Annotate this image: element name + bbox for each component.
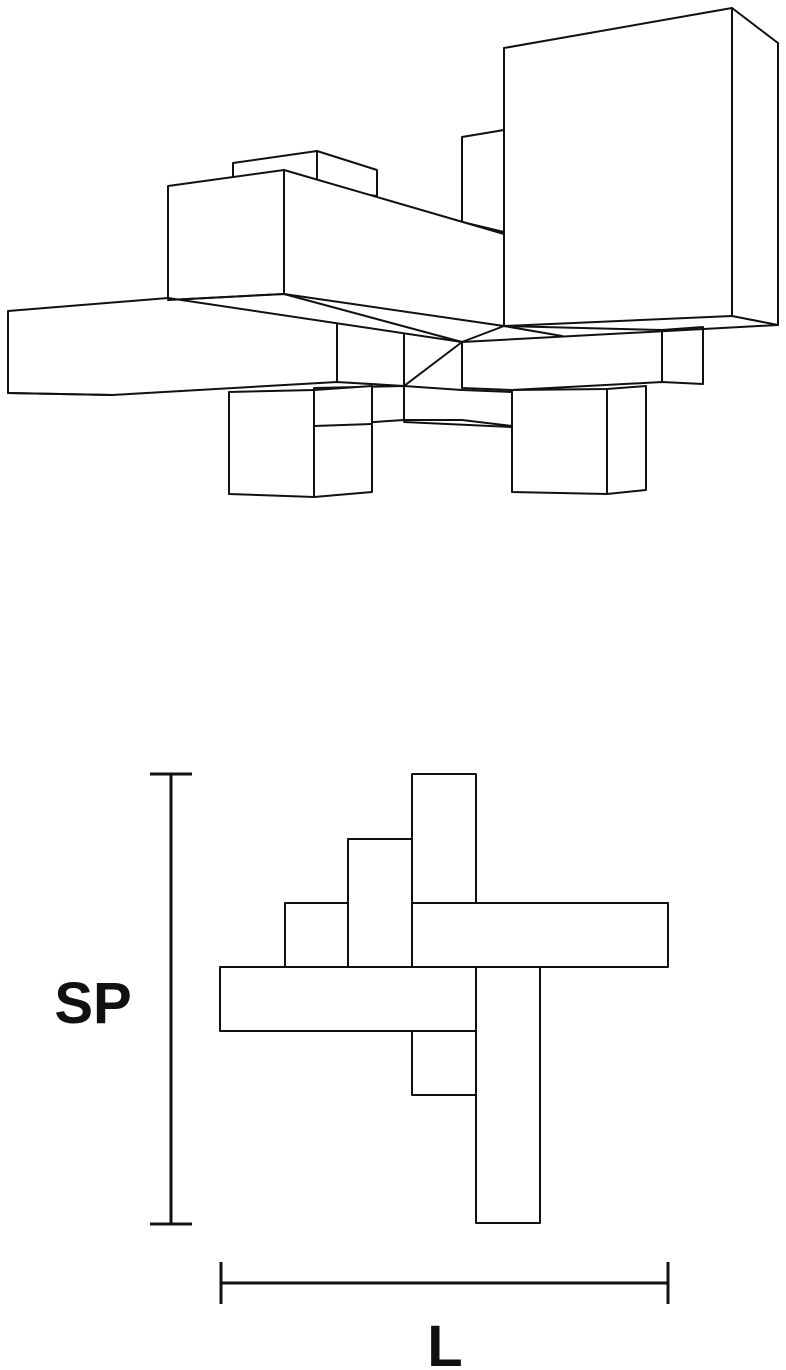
plan-small-square <box>284 902 349 968</box>
plan-vertical-long-bar <box>475 966 541 1224</box>
plan-lower-small-square <box>411 1030 477 1096</box>
plan-view <box>219 773 669 1224</box>
perspective-top-small-block <box>232 150 378 197</box>
perspective-tall-block <box>503 7 779 327</box>
perspective-upper-bar <box>167 169 505 327</box>
plan-left-bar <box>219 966 477 1032</box>
perspective-right-bar <box>461 324 779 391</box>
plan-tall-top-bar <box>411 773 477 905</box>
height-dimension: SP <box>54 772 192 1226</box>
height-dimension-label: SP <box>54 971 131 1036</box>
plan-step-bar <box>347 838 413 968</box>
perspective-thin-back-block <box>461 129 505 233</box>
perspective-left-bar <box>7 293 463 396</box>
perspective-left-leg <box>228 385 373 498</box>
length-dimension-label: L <box>427 1314 462 1370</box>
perspective-right-leg <box>511 385 647 495</box>
length-dimension: L <box>219 1262 670 1370</box>
perspective-view <box>7 7 779 498</box>
plan-right-bar <box>411 902 669 968</box>
